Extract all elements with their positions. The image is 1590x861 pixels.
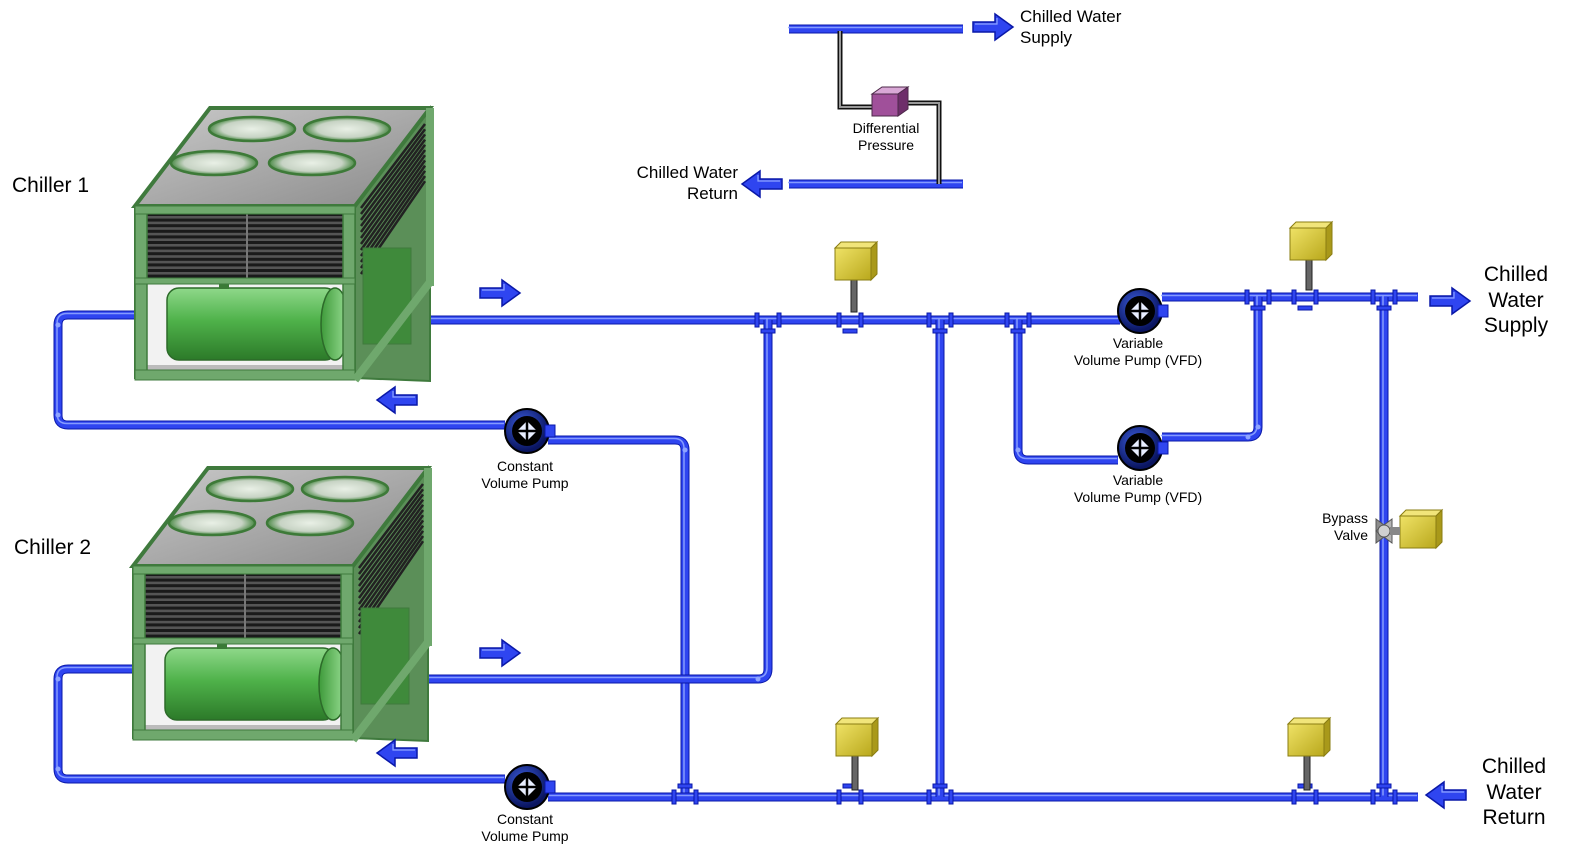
bypass-valve-actuator	[1398, 508, 1444, 550]
flow-arrow-right	[1429, 286, 1472, 316]
chiller-fan	[302, 115, 392, 143]
chiller-fan	[169, 149, 259, 177]
supply-temperature-sensor-2	[1288, 220, 1334, 291]
pipe-tee-fitting	[1244, 289, 1272, 311]
pipe-elbow-collar	[55, 322, 61, 328]
evaporator-tank	[164, 647, 336, 721]
pipe-elbow-collar	[55, 412, 61, 418]
evaporator-tank	[166, 287, 338, 361]
differential-pressure-sensor	[870, 86, 910, 117]
constant-volume-pump-2	[504, 764, 556, 810]
flow-arrow-left	[1424, 780, 1467, 810]
pipe-tee-fitting	[1370, 289, 1398, 311]
flow-arrow-left	[740, 169, 783, 199]
chiller-fan	[205, 475, 295, 503]
flow-arrow-right	[479, 638, 522, 668]
chillers	[128, 105, 435, 743]
constant-volume-pump-1	[504, 408, 556, 454]
chiller-fan	[300, 475, 390, 503]
sensors	[833, 220, 1444, 791]
flow-arrow-left	[375, 738, 418, 768]
flow-arrow-right	[972, 12, 1015, 42]
pipe-tee-fitting	[1370, 783, 1398, 805]
chiller-1-return-loop-pipe	[54, 311, 505, 429]
pipe-elbow-collar	[1255, 424, 1261, 430]
pipe-elbow-collar	[755, 676, 761, 682]
chiller-2-label: Chiller 2	[14, 536, 92, 559]
flow-arrows	[375, 12, 1472, 810]
chiller-2	[128, 465, 433, 743]
cv-pump-1-discharge-pipe	[548, 436, 689, 797]
supply-temperature-sensor-1	[833, 240, 879, 313]
chiller-fan	[167, 509, 257, 537]
pipe-tee-fitting	[754, 312, 782, 334]
chiller-2-return-loop-pipe	[54, 665, 505, 783]
pumps	[504, 288, 1169, 810]
bypass-valve	[1375, 518, 1400, 544]
flow-arrow-right	[479, 278, 522, 308]
pipe-tee-fitting	[926, 783, 954, 805]
pipe-tee-fitting	[836, 783, 864, 805]
return-temperature-sensor-2	[1286, 716, 1332, 791]
pipe-tee-fitting	[671, 783, 699, 805]
pipe-elbow-collar	[682, 447, 688, 453]
chiller-1-label: Chiller 1	[12, 174, 90, 197]
pipe-fittings	[55, 289, 1398, 805]
chiller-1	[130, 105, 435, 383]
chiller-fan	[267, 149, 357, 177]
pipe-elbow-collar	[55, 766, 61, 772]
pipe-elbow-collar	[1245, 434, 1251, 440]
chiller-fan	[207, 115, 297, 143]
pipe-tee-fitting	[1004, 312, 1032, 334]
pipe-tee-fitting	[1291, 289, 1319, 311]
pipe-tee-fitting	[836, 312, 864, 334]
dp-sensing-tube-supply	[837, 31, 876, 110]
pipe-elbow-collar	[1015, 447, 1021, 453]
chiller-fan	[265, 509, 355, 537]
flow-arrow-left	[375, 385, 418, 415]
variable-volume-pump-1	[1117, 288, 1169, 334]
pipe-elbow-collar	[55, 676, 61, 682]
pipe-tee-fitting	[926, 312, 954, 334]
return-temperature-sensor-1	[834, 716, 880, 791]
variable-volume-pump-2	[1117, 425, 1169, 471]
